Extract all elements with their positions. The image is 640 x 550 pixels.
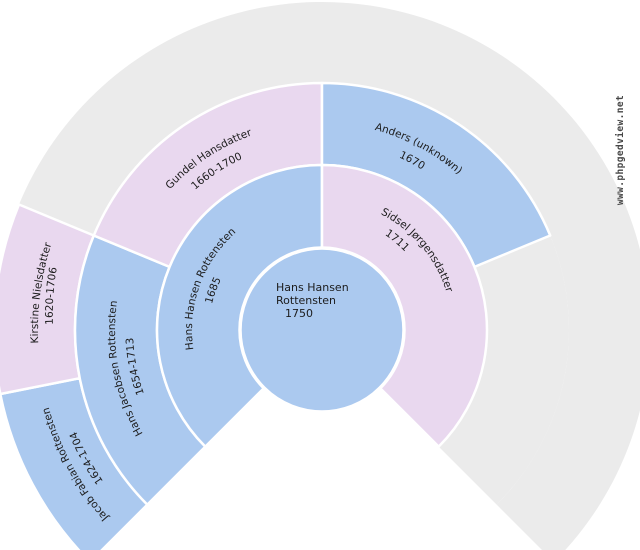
center-person-circle[interactable] — [238, 246, 406, 414]
phpgedview-watermark: www.phpgedview.net — [615, 95, 626, 205]
sector-unknown-ring3 — [18, 2, 640, 550]
sector-unknown-maternal-grandmother — [438, 235, 570, 505]
center-person-label: Hans Hansen Rottensten 1750 — [276, 281, 352, 320]
